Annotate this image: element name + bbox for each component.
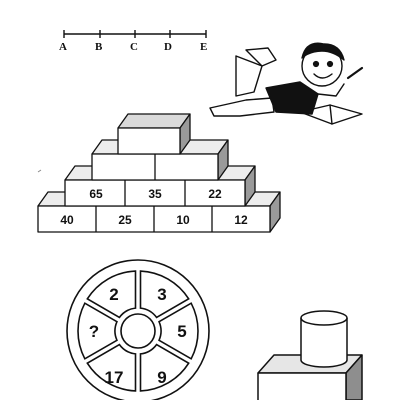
number-wheel <box>66 259 210 400</box>
point-label-d: D <box>164 41 172 53</box>
brick-value: 35 <box>148 187 162 201</box>
point-label-b: B <box>95 41 103 53</box>
number-line <box>63 30 207 38</box>
wheel-segment <box>139 270 190 319</box>
brick-value: 65 <box>89 187 103 201</box>
brick-value: 40 <box>60 213 74 227</box>
eye <box>312 60 320 68</box>
cylinder-body <box>300 318 348 368</box>
wheel-segment <box>77 302 118 360</box>
wheel-outer-ring <box>66 259 210 400</box>
eye <box>326 60 334 68</box>
brick-value: 12 <box>234 213 248 227</box>
wheel-value: 5 <box>177 322 186 341</box>
box-front <box>257 372 347 400</box>
pencil-icon <box>346 66 364 80</box>
wheel-segment <box>158 302 199 360</box>
point-label-a: A <box>59 41 67 53</box>
brick-value: 25 <box>118 213 132 227</box>
wheel-segments <box>77 270 199 392</box>
wheel-value: 2 <box>109 285 118 304</box>
wheel-value: 9 <box>157 368 166 387</box>
point-label-e: E <box>200 41 207 53</box>
wheel-segment <box>86 343 137 392</box>
cylinder-on-box <box>257 310 363 400</box>
point-label-c: C <box>130 41 138 53</box>
shirt <box>265 81 319 115</box>
stray-mark <box>37 169 42 173</box>
smile <box>313 73 333 79</box>
hair <box>301 42 345 61</box>
cylinder-top <box>300 310 348 326</box>
raised-foot <box>245 47 277 67</box>
brick-value: 10 <box>176 213 190 227</box>
wheel-value: 17 <box>105 368 124 387</box>
cartoon-boy-illustration <box>209 42 364 125</box>
brick-value: 22 <box>208 187 222 201</box>
wheel-hub <box>120 313 156 349</box>
wheel-value: 3 <box>157 285 166 304</box>
wheel-value: ? <box>89 322 99 341</box>
wheel-segment <box>139 343 190 392</box>
brick-row-top <box>117 113 191 155</box>
wheel-numbers: 2 3 5 9 17 ? <box>89 285 187 387</box>
wheel-segment <box>86 270 137 319</box>
brick-pyramid <box>37 113 281 233</box>
